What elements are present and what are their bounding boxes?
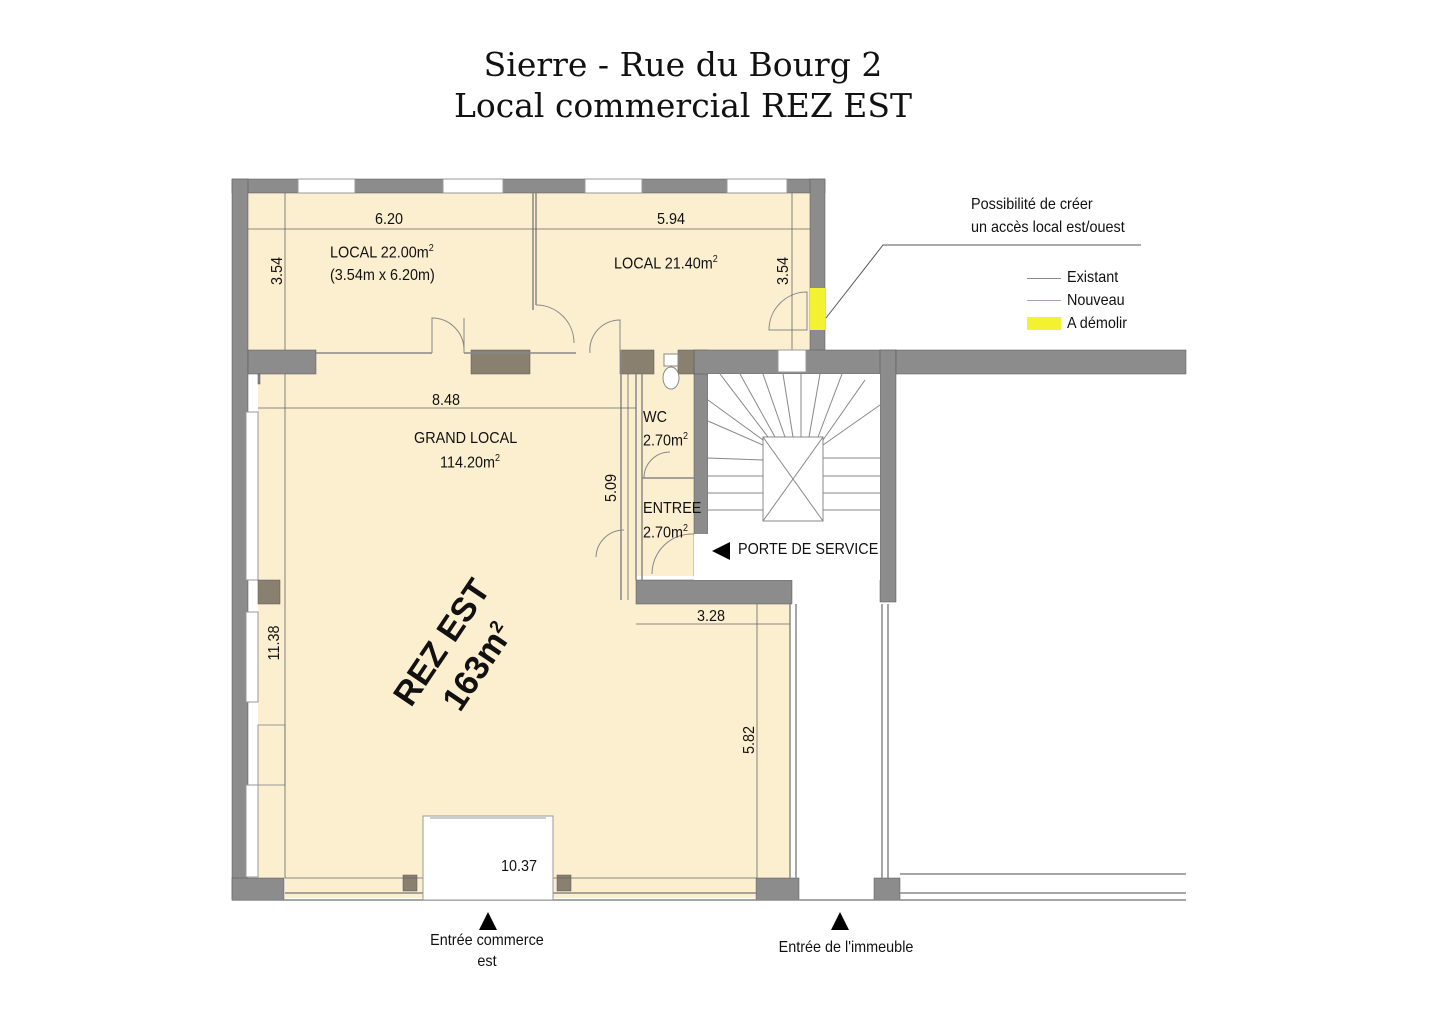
room-label-wc: WC bbox=[643, 409, 667, 426]
legend-demolir-swatch bbox=[1027, 317, 1061, 330]
service-door-arrow-icon bbox=[712, 542, 730, 560]
service-door-label: PORTE DE SERVICE bbox=[738, 541, 879, 558]
room-label-entree: ENTREE bbox=[643, 500, 702, 517]
room-area-wc: 2.70m2 bbox=[643, 431, 689, 450]
toilet bbox=[662, 353, 680, 390]
dimension-lines bbox=[248, 193, 810, 879]
top-windows bbox=[297, 178, 788, 194]
access-note-line1: Possibilité de créer bbox=[971, 196, 1093, 213]
room-label-grand-local: GRAND LOCAL bbox=[414, 430, 518, 447]
legend-nouveau-label: Nouveau bbox=[1067, 292, 1125, 309]
dim-entree-height: 5.09 bbox=[603, 473, 620, 503]
floor-areas bbox=[248, 193, 810, 898]
partitions bbox=[232, 193, 1186, 901]
dim-total-depth: 11.38 bbox=[266, 625, 283, 661]
pillars bbox=[257, 349, 695, 892]
room-label-local-2: LOCAL 21.40m2 bbox=[614, 254, 718, 273]
legend-demolir-label: A démolir bbox=[1067, 315, 1128, 332]
shop-entrance-arrow-icon bbox=[479, 912, 497, 930]
shop-entrance bbox=[422, 815, 554, 901]
left-windows bbox=[245, 411, 286, 878]
room-area-entree: 2.70m2 bbox=[643, 523, 689, 542]
dim-grand-width: 8.48 bbox=[432, 392, 461, 409]
dim-annex-depth: 5.82 bbox=[741, 725, 758, 755]
staircase bbox=[694, 373, 881, 580]
dim-local1-width: 6.20 bbox=[375, 211, 404, 228]
doors bbox=[431, 291, 808, 575]
dim-annex-width: 3.28 bbox=[697, 608, 726, 625]
building-entrance-arrow-icon bbox=[831, 912, 849, 930]
dim-total-width: 10.37 bbox=[501, 858, 538, 875]
access-note-line2: un accès local est/ouest bbox=[971, 219, 1125, 236]
shop-entrance-label: Entrée commerce est bbox=[430, 932, 544, 970]
plan-subtitle: Local commercial REZ EST bbox=[453, 86, 913, 125]
demolish-wall-marker bbox=[810, 288, 825, 330]
building-entrance-label: Entrée de l'immeuble bbox=[778, 939, 914, 956]
room-area-grand-local: 114.20m2 bbox=[440, 453, 500, 472]
room-detail-local-1: (3.54m x 6.20m) bbox=[330, 267, 435, 284]
plan-title: Sierre - Rue du Bourg 2 bbox=[483, 45, 883, 84]
dim-local2-width: 5.94 bbox=[657, 211, 686, 228]
callout-line bbox=[825, 244, 1141, 319]
dim-local1-depth: 3.54 bbox=[269, 256, 286, 286]
legend-existant-label: Existant bbox=[1067, 269, 1119, 286]
room-label-local-1: LOCAL 22.00m2 bbox=[330, 243, 434, 262]
legend-nouveau-line bbox=[1027, 300, 1061, 301]
dim-local2-depth: 3.54 bbox=[775, 256, 792, 286]
legend-existant-line bbox=[1027, 278, 1061, 279]
